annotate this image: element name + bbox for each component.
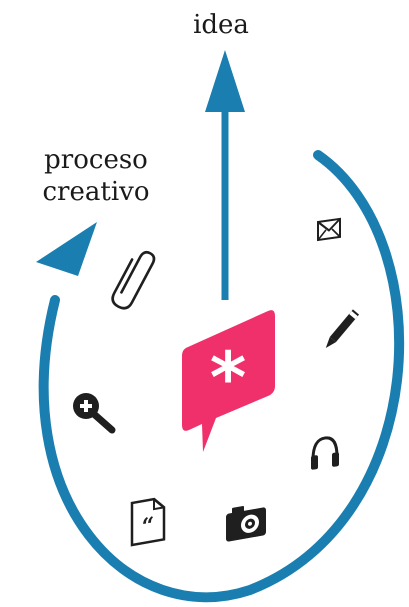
cycle-arrow-head xyxy=(36,222,97,276)
idea-arrow-head xyxy=(205,50,245,112)
label-creativo: creativo xyxy=(43,177,150,207)
label-idea: idea xyxy=(193,10,249,40)
svg-text:“: “ xyxy=(142,512,155,540)
camera-icon xyxy=(226,505,266,542)
idea-bubble: * xyxy=(182,310,275,452)
zoom-in-icon xyxy=(73,393,116,434)
cycle-arrow xyxy=(38,150,405,603)
quote-document-icon: “ xyxy=(130,497,166,547)
paperclip-icon xyxy=(111,250,156,310)
pencil-icon xyxy=(325,309,360,349)
envelope-icon xyxy=(317,217,341,242)
bubble-asterisk: * xyxy=(210,337,247,419)
headphones-icon xyxy=(311,436,339,470)
label-proceso: proceso xyxy=(44,145,148,175)
